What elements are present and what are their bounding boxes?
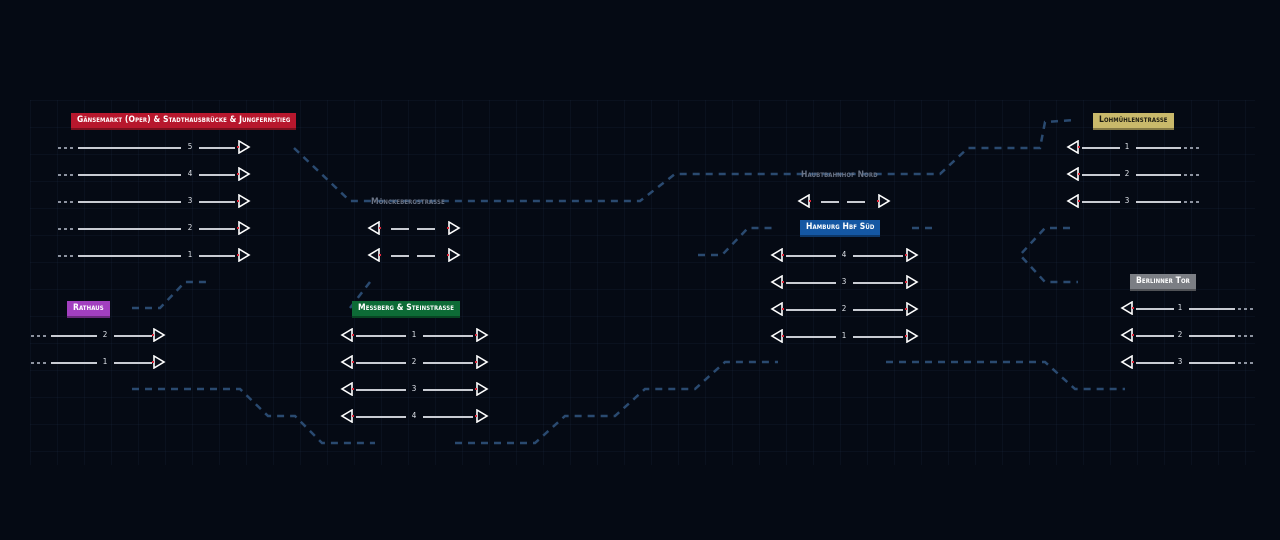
signal-left-icon[interactable] [367,248,381,262]
track-hbf-sued-4[interactable]: 4 [770,248,920,262]
signal-right-icon[interactable] [877,194,891,208]
track-messberg-2[interactable]: 2 [340,355,490,369]
signal-left-icon[interactable] [340,409,354,423]
signal-left-icon[interactable] [340,328,354,342]
signal-left-icon[interactable] [340,382,354,396]
link-lohmuehlen-berliner [1018,226,1078,284]
signal-right-icon[interactable] [237,248,251,262]
track-lohmuehlen-1[interactable]: 1 [1066,140,1201,154]
track-number: 1 [187,250,193,259]
signal-right-icon[interactable] [905,302,919,316]
track-number: 4 [187,169,193,178]
signal-left-icon[interactable] [770,248,784,262]
signal-right-icon[interactable] [152,355,166,369]
station-label-hbf-nord: Haubtbahnhof Nord [801,170,878,180]
signal-right-icon[interactable] [237,167,251,181]
signal-left-icon[interactable] [770,329,784,343]
track-number: 1 [841,331,847,340]
signal-right-icon[interactable] [905,248,919,262]
signal-left-icon[interactable] [340,355,354,369]
station-label-berliner-tor: Berlinner Tor [1130,274,1196,291]
track-number: 2 [411,357,417,366]
track-messberg-1[interactable]: 1 [340,328,490,342]
signal-right-icon[interactable] [475,328,489,342]
signal-right-icon[interactable] [905,329,919,343]
track-number: 3 [411,384,417,393]
track-gaensemarkt-4[interactable]: 4 [58,167,251,181]
station-label-messberg: Messberg & Steinstrasse [352,301,460,318]
track-lohmuehlen-2[interactable]: 2 [1066,167,1201,181]
signal-right-icon[interactable] [152,328,166,342]
track-hbf-sued-2[interactable]: 2 [770,302,920,316]
track-number: 3 [1177,357,1183,366]
link-messberg-hbfsued [455,360,778,445]
track-berliner-tor-2[interactable]: 2 [1120,328,1255,342]
track-rathaus-1[interactable]: 1 [31,355,166,369]
track-number: 4 [411,411,417,420]
track-number: 4 [841,250,847,259]
signal-left-icon[interactable] [1066,194,1080,208]
signal-right-icon[interactable] [475,355,489,369]
track-gaensemarkt-3[interactable]: 3 [58,194,251,208]
track-moenckeberg-1[interactable] [367,221,462,235]
signal-left-icon[interactable] [1120,355,1134,369]
signal-left-icon[interactable] [770,302,784,316]
signal-left-icon[interactable] [1120,328,1134,342]
track-number: 2 [841,304,847,313]
signal-right-icon[interactable] [905,275,919,289]
signal-right-icon[interactable] [237,194,251,208]
track-messberg-3[interactable]: 3 [340,382,490,396]
track-number: 1 [1177,303,1183,312]
station-label-rathaus: Rathaus [67,301,110,318]
track-hbf-sued-1[interactable]: 1 [770,329,920,343]
track-number: 5 [187,142,193,151]
track-hbf-sued-3[interactable]: 3 [770,275,920,289]
link-gaensemarkt-moenckeberg [293,118,1076,203]
track-hbf-nord-1[interactable] [797,194,892,208]
track-gaensemarkt-2[interactable]: 2 [58,221,251,235]
link-hbf-west [698,226,775,257]
link-hbf-berliner [886,360,1125,391]
track-messberg-4[interactable]: 4 [340,409,490,423]
signal-right-icon[interactable] [237,221,251,235]
track-number: 2 [1177,330,1183,339]
station-label-lohmuehlen: Lohmühlenstrasse [1093,113,1174,130]
track-number: 1 [102,357,108,366]
signal-right-icon[interactable] [475,382,489,396]
track-number: 1 [1124,142,1130,151]
track-number: 3 [1124,196,1130,205]
station-label-moenckeberg: Mönckebergstrasse [371,197,445,207]
signal-left-icon[interactable] [367,221,381,235]
link-rathaus-gaensemarkt [132,280,210,310]
signal-right-icon[interactable] [237,140,251,154]
track-berliner-tor-3[interactable]: 3 [1120,355,1255,369]
track-rathaus-2[interactable]: 2 [31,328,166,342]
signal-right-icon[interactable] [475,409,489,423]
link-rathaus-messberg [132,387,375,445]
signal-left-icon[interactable] [1066,140,1080,154]
track-number: 3 [841,277,847,286]
signal-left-icon[interactable] [797,194,811,208]
track-lohmuehlen-3[interactable]: 3 [1066,194,1201,208]
track-moenckeberg-2[interactable] [367,248,462,262]
signal-right-icon[interactable] [447,221,461,235]
signal-left-icon[interactable] [770,275,784,289]
track-gaensemarkt-1[interactable]: 1 [58,248,251,262]
track-number: 2 [102,330,108,339]
track-number: 2 [1124,169,1130,178]
station-label-hbf-sued: Hamburg Hbf Süd [800,220,881,237]
signal-left-icon[interactable] [1066,167,1080,181]
signal-right-icon[interactable] [447,248,461,262]
station-label-gaensemarkt: Gänsemarkt (Oper) & Stadthausbrücke & Ju… [71,113,297,130]
signal-left-icon[interactable] [1120,301,1134,315]
track-number: 1 [411,330,417,339]
track-berliner-tor-1[interactable]: 1 [1120,301,1255,315]
track-gaensemarkt-5[interactable]: 5 [58,140,251,154]
track-number: 2 [187,223,193,232]
track-number: 3 [187,196,193,205]
